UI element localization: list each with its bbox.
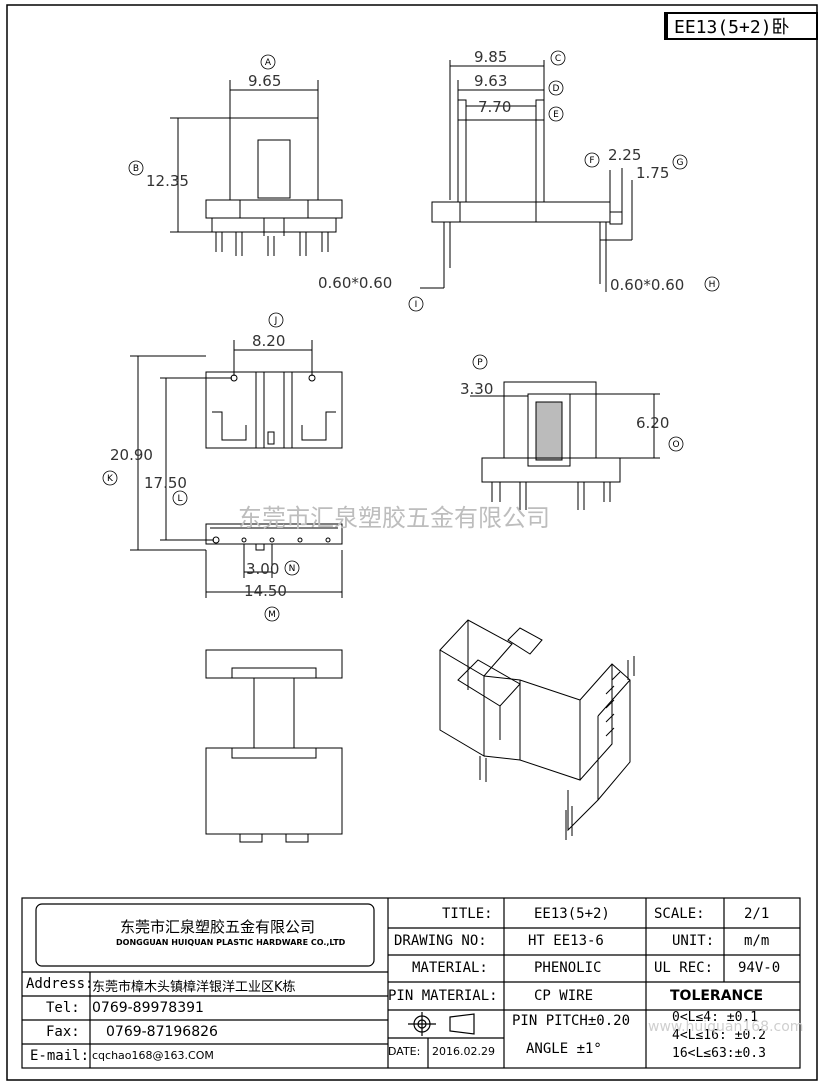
dim-p: 3.30 bbox=[460, 380, 493, 398]
side-view bbox=[420, 60, 633, 292]
isometric-view bbox=[439, 619, 635, 840]
company-name-cn: 东莞市汇泉塑胶五金有限公司 bbox=[120, 918, 316, 936]
callout-c: C bbox=[555, 54, 561, 64]
callout-k: K bbox=[107, 474, 114, 484]
callout-b: B bbox=[133, 164, 139, 174]
callout-j: J bbox=[274, 316, 278, 326]
scale-label: SCALE: bbox=[654, 906, 705, 922]
material-label: MATERIAL: bbox=[412, 960, 488, 976]
callout-n: N bbox=[289, 564, 296, 574]
title-block: 东莞市汇泉塑胶五金有限公司 DONGGUAN HUIQUAN PLASTIC H… bbox=[22, 898, 804, 1068]
front-view bbox=[170, 80, 343, 256]
callout-d: D bbox=[553, 84, 560, 94]
ul-value: 94V-0 bbox=[738, 960, 781, 976]
dim-l: 17.50 bbox=[144, 474, 187, 492]
dim-c: 9.85 bbox=[474, 48, 507, 66]
callout-g: G bbox=[677, 158, 684, 168]
dim-n: 3.00 bbox=[246, 560, 279, 578]
callout-m: M bbox=[268, 610, 276, 620]
dim-f: 2.25 bbox=[608, 146, 641, 164]
dim-g: 1.75 bbox=[636, 164, 669, 182]
part-title-box: EE13(5+2)卧 bbox=[664, 12, 818, 40]
title-label: TITLE: bbox=[442, 906, 493, 922]
pin-pitch: PIN PITCH±0.20 bbox=[512, 1013, 631, 1029]
dim-e: 7.70 bbox=[478, 98, 511, 116]
title-value: EE13(5+2) bbox=[534, 906, 610, 922]
date-label: DATE: bbox=[388, 1045, 421, 1058]
dim-h: 0.60*0.60 bbox=[610, 276, 684, 294]
fax-value: 0769-87196826 bbox=[106, 1024, 218, 1040]
dim-o: 6.20 bbox=[636, 414, 669, 432]
fax-label: Fax: bbox=[46, 1024, 80, 1040]
dim-i: 0.60*0.60 bbox=[318, 274, 392, 292]
callout-a: A bbox=[265, 58, 272, 68]
end-view bbox=[470, 381, 660, 510]
date-value: 2016.02.29 bbox=[432, 1045, 495, 1058]
callout-f: F bbox=[589, 156, 594, 166]
email-value: cqchao168@163.COM bbox=[92, 1049, 214, 1062]
company-watermark: 东莞市汇泉塑胶五金有限公司 bbox=[238, 504, 550, 532]
tolerance-2: 4<L≤16: ±0.2 bbox=[672, 1028, 766, 1043]
page-border bbox=[6, 4, 818, 1081]
pin-material-value: CP WIRE bbox=[534, 988, 594, 1004]
callout-p: P bbox=[477, 358, 483, 368]
callout-e: E bbox=[553, 110, 559, 120]
dim-b: 12.35 bbox=[146, 172, 189, 190]
callout-o: O bbox=[672, 440, 679, 450]
dim-k: 20.90 bbox=[110, 446, 153, 464]
unit-label: UNIT: bbox=[672, 933, 715, 949]
tel-value: 0769-89978391 bbox=[92, 1000, 204, 1016]
callout-h: H bbox=[709, 280, 716, 290]
company-name-en: DONGGUAN HUIQUAN PLASTIC HARDWARE CO.,LT… bbox=[116, 938, 346, 947]
material-value: PHENOLIC bbox=[534, 960, 602, 976]
dim-m: 14.50 bbox=[244, 582, 287, 600]
tolerance-label: TOLERANCE bbox=[670, 988, 764, 1004]
callout-i: I bbox=[415, 300, 418, 310]
tel-label: Tel: bbox=[46, 1000, 80, 1016]
tolerance-3: 16<L≤63:±0.3 bbox=[672, 1046, 766, 1061]
angle: ANGLE ±1° bbox=[526, 1041, 602, 1057]
top-view bbox=[130, 340, 343, 598]
scale-value: 2/1 bbox=[744, 906, 770, 922]
dim-j: 8.20 bbox=[252, 332, 285, 350]
drawing-no-label: DRAWING NO: bbox=[394, 933, 487, 949]
unit-value: m/m bbox=[744, 933, 770, 949]
address-value: 东莞市樟木头镇樟洋银洋工业区K栋 bbox=[92, 980, 296, 995]
address-label: Address: bbox=[26, 976, 94, 992]
tolerance-1: 0<L≤4: ±0.1 bbox=[672, 1010, 759, 1025]
bottom-view bbox=[205, 649, 343, 843]
email-label: E-mail: bbox=[30, 1048, 90, 1064]
website-watermark: www.huiquan168.com bbox=[648, 1019, 804, 1035]
callout-l: L bbox=[177, 494, 182, 504]
ul-label: UL REC: bbox=[654, 960, 714, 976]
drawing-no-value: HT EE13-6 bbox=[528, 933, 604, 949]
pin-material-label: PIN MATERIAL: bbox=[388, 988, 498, 1004]
dim-a: 9.65 bbox=[248, 72, 281, 90]
dim-d: 9.63 bbox=[474, 72, 507, 90]
